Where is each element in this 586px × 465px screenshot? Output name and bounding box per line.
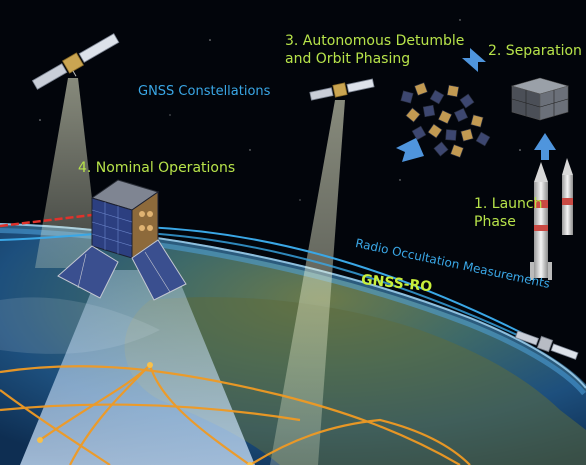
gnss-satellite-icon [309, 78, 375, 101]
nominal-operations-label: 4. Nominal Operations [78, 160, 236, 176]
detumble-label: 3. Autonomous Detumble and Orbit Phasing [285, 33, 464, 68]
launch-phase-line-1: 1. Launch [474, 196, 543, 212]
gnss-beam-center [270, 100, 345, 465]
nadir-beam [20, 270, 255, 465]
cubesat-cluster-icon [510, 77, 570, 121]
detumble-line-2: and Orbit Phasing [285, 50, 411, 67]
arrow-icon [534, 133, 556, 160]
rocket-icon [562, 158, 573, 235]
cubesat-icon [57, 179, 187, 301]
gnss-constellations-label: GNSS Constellations [138, 84, 271, 99]
rocket-icon [530, 162, 552, 280]
separation-label: 2. Separation [488, 43, 582, 59]
launch-phase-line-2: Phase [474, 213, 516, 230]
gnss-satellite-icon [514, 330, 579, 360]
earth-land [124, 297, 586, 465]
launch-phase-label: 1. Launch Phase [474, 196, 543, 231]
crosslink-line [0, 212, 101, 228]
arrow-icon [396, 138, 424, 162]
constellation-nodes [37, 362, 253, 465]
arrow-icon [462, 48, 486, 72]
stars [39, 19, 521, 201]
gnss-satellite-icon [31, 33, 120, 90]
detumble-line-1: 3. Autonomous Detumble [285, 33, 465, 49]
cubesat-cluster-icon [400, 82, 491, 158]
